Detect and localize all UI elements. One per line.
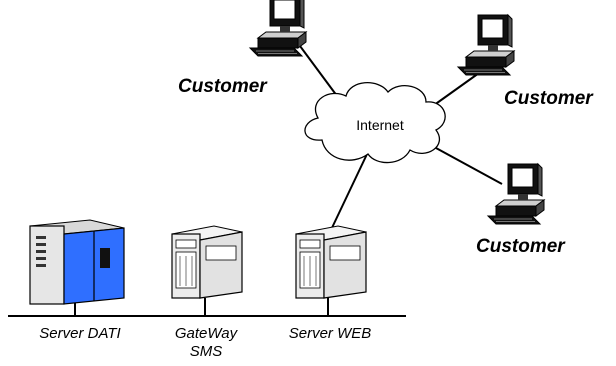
customer-3-computer-icon [487,163,545,225]
gateway-sms-label-line2: SMS [190,343,223,360]
customer-2-label: Customer [504,88,594,109]
internet-to-customer-3-link [435,147,503,185]
customer-1-label: Customer [178,76,268,97]
customer-1-computer-icon [249,0,307,57]
gateway-sms-icon [171,225,243,299]
server-dati-label: Server DATI [39,325,120,342]
server-dati-icon [29,219,125,305]
internet-cloud: Internet [304,82,446,164]
customer-2-computer-icon [457,14,515,76]
server-web-label: Server WEB [289,325,372,342]
customer-3-label: Customer [476,236,566,257]
internet-to-customer-1-link [299,45,341,101]
web-to-internet-link [329,151,369,233]
server-web-icon [295,225,367,299]
internet-label: Internet [356,117,404,133]
gateway-sms-label-line1: GateWay [175,325,239,342]
network-links [8,45,503,317]
